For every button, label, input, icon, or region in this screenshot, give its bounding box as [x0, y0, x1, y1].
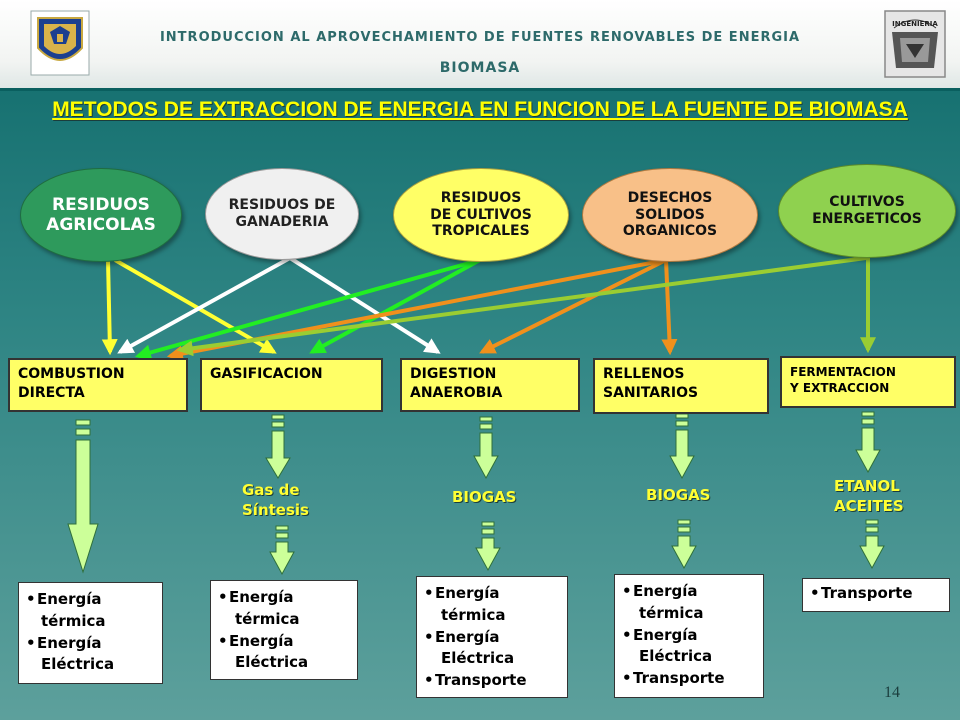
- source-desechos-solidos: DESECHOS SOLIDOS ORGANICOS: [582, 168, 758, 262]
- output-digestion-item-cont: Eléctrica: [441, 649, 515, 668]
- arrow-cultivos-combustion: [176, 256, 867, 357]
- output-gasificacion-item-cont: Eléctrica: [235, 653, 309, 672]
- slide-title: METODOS DE EXTRACCION DE ENERGIA EN FUNC…: [52, 98, 908, 121]
- output-digestion-item: Energía: [424, 583, 561, 605]
- source-residuos-agricolas-line2: AGRICOLAS: [46, 215, 156, 235]
- down-arrow-fermentacion-1: [855, 411, 881, 474]
- output-combustion: Energía térmica Energía Eléctrica: [18, 582, 163, 684]
- method-combustion-line1: COMBUSTION: [18, 366, 125, 382]
- label-biogas-digestion: BIOGAS: [452, 488, 517, 506]
- ingenieria-logo-text: INGENIERIA: [892, 20, 938, 28]
- source-cultivos-tropicales-line3: TROPICALES: [432, 223, 530, 240]
- method-fermentacion-line2: Y EXTRACCION: [790, 381, 890, 396]
- down-arrow-rellenos-1: [669, 413, 695, 480]
- method-combustion-directa: COMBUSTION DIRECTA: [8, 358, 188, 412]
- method-fermentacion-line1: FERMENTACION: [790, 365, 896, 379]
- output-fermentacion: Transporte: [802, 578, 950, 612]
- down-arrow-rellenos-2: [671, 519, 697, 570]
- method-gasificacion-line1: GASIFICACION: [210, 366, 323, 382]
- output-gasificacion-item-cont: térmica: [235, 609, 300, 628]
- label-etanol-line1: ETANOL: [834, 477, 900, 495]
- label-etanol-aceites: ETANOL ACEITES: [834, 476, 904, 517]
- label-etanol-line2: ACEITES: [834, 497, 904, 516]
- arrow-agricolas-combustion: [101, 259, 118, 356]
- arrow-desechos-digestion: [479, 258, 667, 354]
- arrow-agricolas-gasificacion: [113, 258, 277, 354]
- output-combustion-item: Energía: [26, 633, 156, 655]
- source-residuos-ganaderia-line1: RESIDUOS DE: [228, 197, 336, 214]
- output-digestion-item: Transporte: [424, 670, 561, 692]
- output-gasificacion: Energía térmica Energía Eléctrica: [210, 580, 358, 680]
- output-rellenos-item: Energía: [622, 625, 757, 647]
- output-rellenos-item-cont: Eléctrica: [639, 647, 713, 666]
- source-cultivos-energeticos-line1: CULTIVOS: [829, 194, 905, 211]
- down-arrow-combustion-output: [67, 419, 99, 574]
- output-fermentacion-item: Transporte: [810, 583, 943, 605]
- output-gasificacion-item: Energía: [218, 631, 351, 653]
- source-residuos-ganaderia: RESIDUOS DE GANADERIA: [205, 168, 359, 260]
- header-bar: INTRODUCCION AL APROVECHAMIENTO DE FUENT…: [0, 0, 960, 91]
- label-gas-line1: Gas de: [242, 481, 300, 499]
- label-biogas-rellenos: BIOGAS: [646, 486, 711, 504]
- method-combustion-line2: DIRECTA: [18, 384, 85, 401]
- method-rellenos-sanitarios: RELLENOS SANITARIOS: [593, 358, 769, 414]
- output-rellenos-item: Transporte: [622, 668, 757, 690]
- arrow-ganaderia-combustion: [117, 256, 291, 354]
- source-cultivos-tropicales-line1: RESIDUOS: [440, 189, 522, 206]
- down-arrow-gasificacion-1: [265, 414, 291, 479]
- course-title: INTRODUCCION AL APROVECHAMIENTO DE FUENT…: [159, 30, 801, 45]
- arrow-desechos-rellenos: [661, 259, 678, 356]
- down-arrow-fermentacion-2: [859, 519, 885, 570]
- arrow-tropicales-combustion: [134, 258, 481, 361]
- down-arrow-digestion-2: [475, 521, 501, 572]
- page-number: 14: [884, 684, 900, 701]
- source-residuos-ganaderia-line2: GANADERIA: [235, 214, 329, 230]
- output-gasificacion-item: Energía: [218, 587, 351, 609]
- output-combustion-item-cont: térmica: [41, 611, 106, 630]
- down-arrow-gasificacion-2: [269, 525, 295, 576]
- output-digestion: Energía térmica Energía Eléctrica Transp…: [416, 576, 568, 698]
- method-digestion-line1: DIGESTION: [410, 366, 497, 382]
- output-digestion-item-cont: térmica: [441, 605, 506, 624]
- method-fermentacion-extraccion: FERMENTACION Y EXTRACCION: [780, 356, 956, 408]
- unam-logo-icon: [30, 10, 90, 76]
- output-digestion-item: Energía: [424, 627, 561, 649]
- source-cultivos-tropicales-line2: DE CULTIVOS: [430, 206, 532, 223]
- ingenieria-logo-icon: INGENIERIA: [884, 10, 946, 78]
- output-rellenos-item: Energía: [622, 581, 757, 603]
- output-rellenos: Energía térmica Energía Eléctrica Transp…: [614, 574, 764, 698]
- label-gas-de-sintesis: Gas de Síntesis: [242, 480, 309, 521]
- source-cultivos-energeticos: CULTIVOS ENERGETICOS: [778, 164, 956, 258]
- arrow-tropicales-gasificacion: [309, 258, 481, 354]
- source-residuos-agricolas: RESIDUOS AGRICOLAS: [20, 168, 182, 262]
- label-gas-line2: Síntesis: [242, 501, 309, 520]
- arrow-ganaderia-digestion: [288, 256, 441, 354]
- output-combustion-item: Energía: [26, 589, 156, 611]
- source-desechos-solidos-line1: DESECHOS: [627, 189, 713, 206]
- section-title: BIOMASA: [439, 60, 521, 76]
- source-desechos-solidos-line2: SOLIDOS: [635, 206, 705, 223]
- method-rellenos-line1: RELLENOS: [603, 366, 685, 382]
- down-arrow-digestion-1: [473, 416, 499, 480]
- method-rellenos-line2: SANITARIOS: [603, 384, 699, 401]
- method-gasificacion: GASIFICACION: [200, 358, 383, 412]
- output-rellenos-item-cont: térmica: [639, 603, 704, 622]
- method-digestion-anaerobia: DIGESTION ANAEROBIA: [400, 358, 580, 412]
- source-residuos-agricolas-line1: RESIDUOS: [52, 194, 150, 215]
- source-cultivos-tropicales: RESIDUOS DE CULTIVOS TROPICALES: [393, 168, 569, 262]
- source-cultivos-energeticos-line2: ENERGETICOS: [812, 211, 922, 227]
- output-combustion-item-cont: Eléctrica: [41, 655, 115, 674]
- method-digestion-line2: ANAEROBIA: [410, 384, 503, 401]
- source-desechos-solidos-line3: ORGANICOS: [622, 223, 718, 240]
